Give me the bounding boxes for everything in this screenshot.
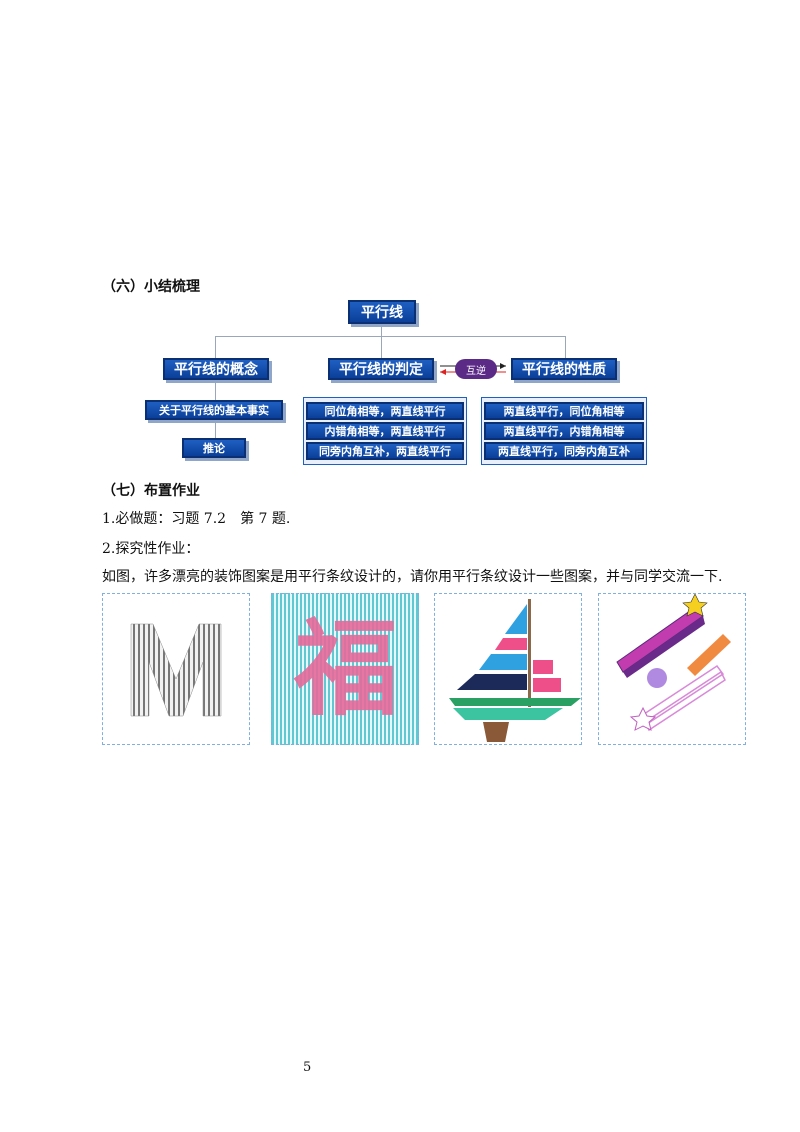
page-number: 5 [303,1060,312,1075]
pattern-fu-image: 福 [271,593,419,745]
connector [565,336,566,358]
homework-2: 2.探究性作业： [102,541,200,557]
fu-character: 福 [293,608,398,730]
inference-box: 推论 [182,438,246,458]
mindmap-property: 平行线的性质 [511,358,617,380]
property-item: 两直线平行，同旁内角互补 [484,442,644,460]
judge-item: 同旁内角互补，两直线平行 [306,442,464,460]
judge-list: 同位角相等，两直线平行 内错角相等，两直线平行 同旁内角互补，两直线平行 [303,397,467,465]
property-list: 两直线平行，同位角相等 两直线平行，内错角相等 两直线平行，同旁内角互补 [481,397,647,465]
property-item: 两直线平行，内错角相等 [484,422,644,440]
section6-title: （六）小结梳理 [102,279,200,295]
mindmap-judge: 平行线的判定 [328,358,434,380]
connector [215,336,216,358]
homework-description: 如图，许多漂亮的装饰图案是用平行条纹设计的，请你用平行条纹设计一些图案，并与同学… [102,569,723,585]
basic-fact-box: 关于平行线的基本事实 [145,400,283,420]
judge-item: 同位角相等，两直线平行 [306,402,464,420]
mutual-badge: 互逆 [455,359,497,379]
section7-title: （七）布置作业 [102,483,200,499]
mindmap-root: 平行线 [348,300,416,324]
connector [381,322,382,336]
connector [215,336,565,337]
connector [381,336,382,358]
homework-1: 1.必做题：习题 7.2 第 7 题. [102,511,291,527]
property-item: 两直线平行，同位角相等 [484,402,644,420]
shooting-star-image [598,593,746,745]
mindmap-concept: 平行线的概念 [163,358,269,380]
sailboat-image [434,593,582,745]
pattern-m-image [102,593,250,745]
judge-item: 内错角相等，两直线平行 [306,422,464,440]
